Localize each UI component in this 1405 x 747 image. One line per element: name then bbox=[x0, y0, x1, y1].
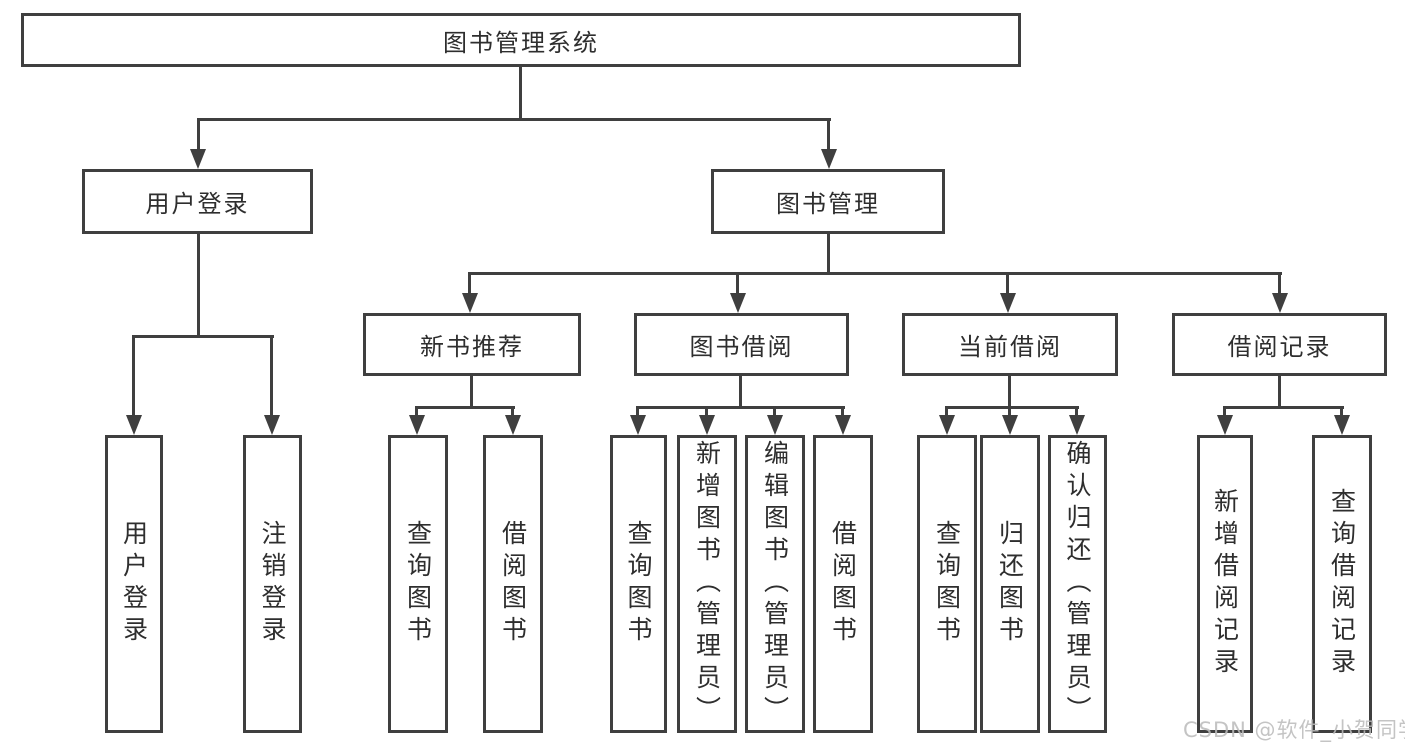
arrow-down-icon bbox=[730, 293, 746, 313]
leaf-label: 新增图书（管理员） bbox=[692, 440, 722, 728]
connector-line bbox=[945, 406, 1079, 409]
arrow-down-icon bbox=[1000, 293, 1016, 313]
node-current-borrowing: 当前借阅 bbox=[902, 313, 1118, 376]
arrow-down-icon bbox=[821, 149, 837, 169]
leaf-label: 确认归还（管理员） bbox=[1063, 440, 1092, 728]
connector-line bbox=[197, 118, 200, 150]
arrow-down-icon bbox=[409, 415, 425, 435]
connector-line bbox=[1278, 376, 1281, 409]
node-user-login: 用户登录 bbox=[82, 169, 313, 234]
node-label: 图书借阅 bbox=[689, 333, 794, 361]
arrow-down-icon bbox=[505, 415, 521, 435]
leaf-confirm-return-admin: 确认归还（管理员） bbox=[1048, 435, 1107, 733]
connector-line bbox=[841, 406, 844, 418]
arrow-down-icon bbox=[699, 415, 715, 435]
leaf-borrow-books-recommend: 借阅图书 bbox=[483, 435, 543, 733]
connector-line bbox=[1075, 406, 1078, 418]
node-label: 当前借阅 bbox=[958, 333, 1062, 361]
arrow-down-icon bbox=[1217, 415, 1233, 435]
arrow-down-icon bbox=[462, 293, 478, 313]
leaf-label: 借阅图书 bbox=[498, 520, 528, 648]
leaf-query-books-borrow: 查询图书 bbox=[610, 435, 667, 733]
leaf-user-login: 用户登录 bbox=[105, 435, 163, 733]
arrow-down-icon bbox=[1334, 415, 1350, 435]
arrow-down-icon bbox=[264, 415, 280, 435]
leaf-label: 查询图书 bbox=[403, 520, 433, 648]
leaf-return-books: 归还图书 bbox=[980, 435, 1040, 733]
connector-line bbox=[468, 272, 471, 296]
connector-line bbox=[636, 406, 639, 418]
csdn-watermark: CSDN @软件_小贺同学 bbox=[1183, 718, 1405, 742]
connector-line bbox=[827, 118, 830, 150]
connector-line bbox=[736, 272, 739, 296]
arrow-down-icon bbox=[126, 415, 142, 435]
leaf-label: 查询图书 bbox=[932, 520, 962, 648]
connector-line bbox=[270, 335, 273, 417]
connector-line bbox=[415, 406, 515, 409]
connector-line bbox=[1006, 272, 1009, 296]
connector-line bbox=[945, 406, 948, 418]
connector-line bbox=[705, 406, 708, 418]
arrow-down-icon bbox=[1272, 293, 1288, 313]
connector-line bbox=[197, 118, 831, 121]
connector-line bbox=[132, 335, 274, 338]
connector-line bbox=[197, 234, 200, 335]
node-library-management-system: 图书管理系统 bbox=[21, 13, 1021, 67]
connector-line bbox=[1340, 406, 1343, 418]
leaf-label: 注销登录 bbox=[258, 520, 287, 648]
connector-line bbox=[470, 376, 473, 409]
connector-line bbox=[1008, 406, 1011, 418]
leaf-label: 新增借阅记录 bbox=[1210, 488, 1240, 680]
node-label: 图书管理系统 bbox=[443, 28, 599, 57]
node-label: 新书推荐 bbox=[420, 333, 524, 361]
node-book-borrowing: 图书借阅 bbox=[634, 313, 849, 376]
leaf-label: 编辑图书（管理员） bbox=[760, 440, 790, 728]
leaf-label: 归还图书 bbox=[995, 520, 1025, 648]
arrow-down-icon bbox=[1069, 415, 1085, 435]
leaf-borrow-books: 借阅图书 bbox=[813, 435, 873, 733]
connector-line bbox=[636, 406, 845, 409]
leaf-add-borrow-record: 新增借阅记录 bbox=[1197, 435, 1253, 733]
node-borrowing-records: 借阅记录 bbox=[1172, 313, 1387, 376]
connector-line bbox=[132, 335, 135, 417]
arrow-down-icon bbox=[1002, 415, 1018, 435]
leaf-query-books-recommend: 查询图书 bbox=[388, 435, 448, 733]
leaf-logout: 注销登录 bbox=[243, 435, 302, 733]
leaf-label: 借阅图书 bbox=[828, 520, 858, 648]
connector-line bbox=[1223, 406, 1226, 418]
connector-line bbox=[1008, 376, 1011, 409]
connector-line bbox=[511, 406, 514, 418]
connector-line bbox=[739, 376, 742, 409]
arrow-down-icon bbox=[767, 415, 783, 435]
leaf-label: 查询借阅记录 bbox=[1327, 488, 1357, 680]
leaf-add-books-admin: 新增图书（管理员） bbox=[677, 435, 737, 733]
node-label: 借阅记录 bbox=[1227, 333, 1332, 361]
connector-line bbox=[1278, 272, 1281, 296]
leaf-query-books-current: 查询图书 bbox=[917, 435, 977, 733]
arrow-down-icon bbox=[190, 149, 206, 169]
connector-line bbox=[1223, 406, 1344, 409]
node-new-book-recommendation: 新书推荐 bbox=[363, 313, 581, 376]
connector-line bbox=[519, 67, 522, 118]
leaf-query-borrow-record: 查询借阅记录 bbox=[1312, 435, 1372, 733]
connector-line bbox=[827, 234, 830, 273]
node-label: 图书管理 bbox=[776, 190, 880, 218]
leaf-label: 查询图书 bbox=[624, 520, 653, 648]
arrow-down-icon bbox=[630, 415, 646, 435]
leaf-edit-books-admin: 编辑图书（管理员） bbox=[745, 435, 805, 733]
connector-line bbox=[773, 406, 776, 418]
leaf-label: 用户登录 bbox=[119, 520, 149, 648]
node-label: 用户登录 bbox=[145, 190, 250, 218]
arrow-down-icon bbox=[835, 415, 851, 435]
connector-line bbox=[468, 272, 1282, 275]
node-book-management: 图书管理 bbox=[711, 169, 945, 234]
arrow-down-icon bbox=[939, 415, 955, 435]
connector-line bbox=[415, 406, 418, 418]
